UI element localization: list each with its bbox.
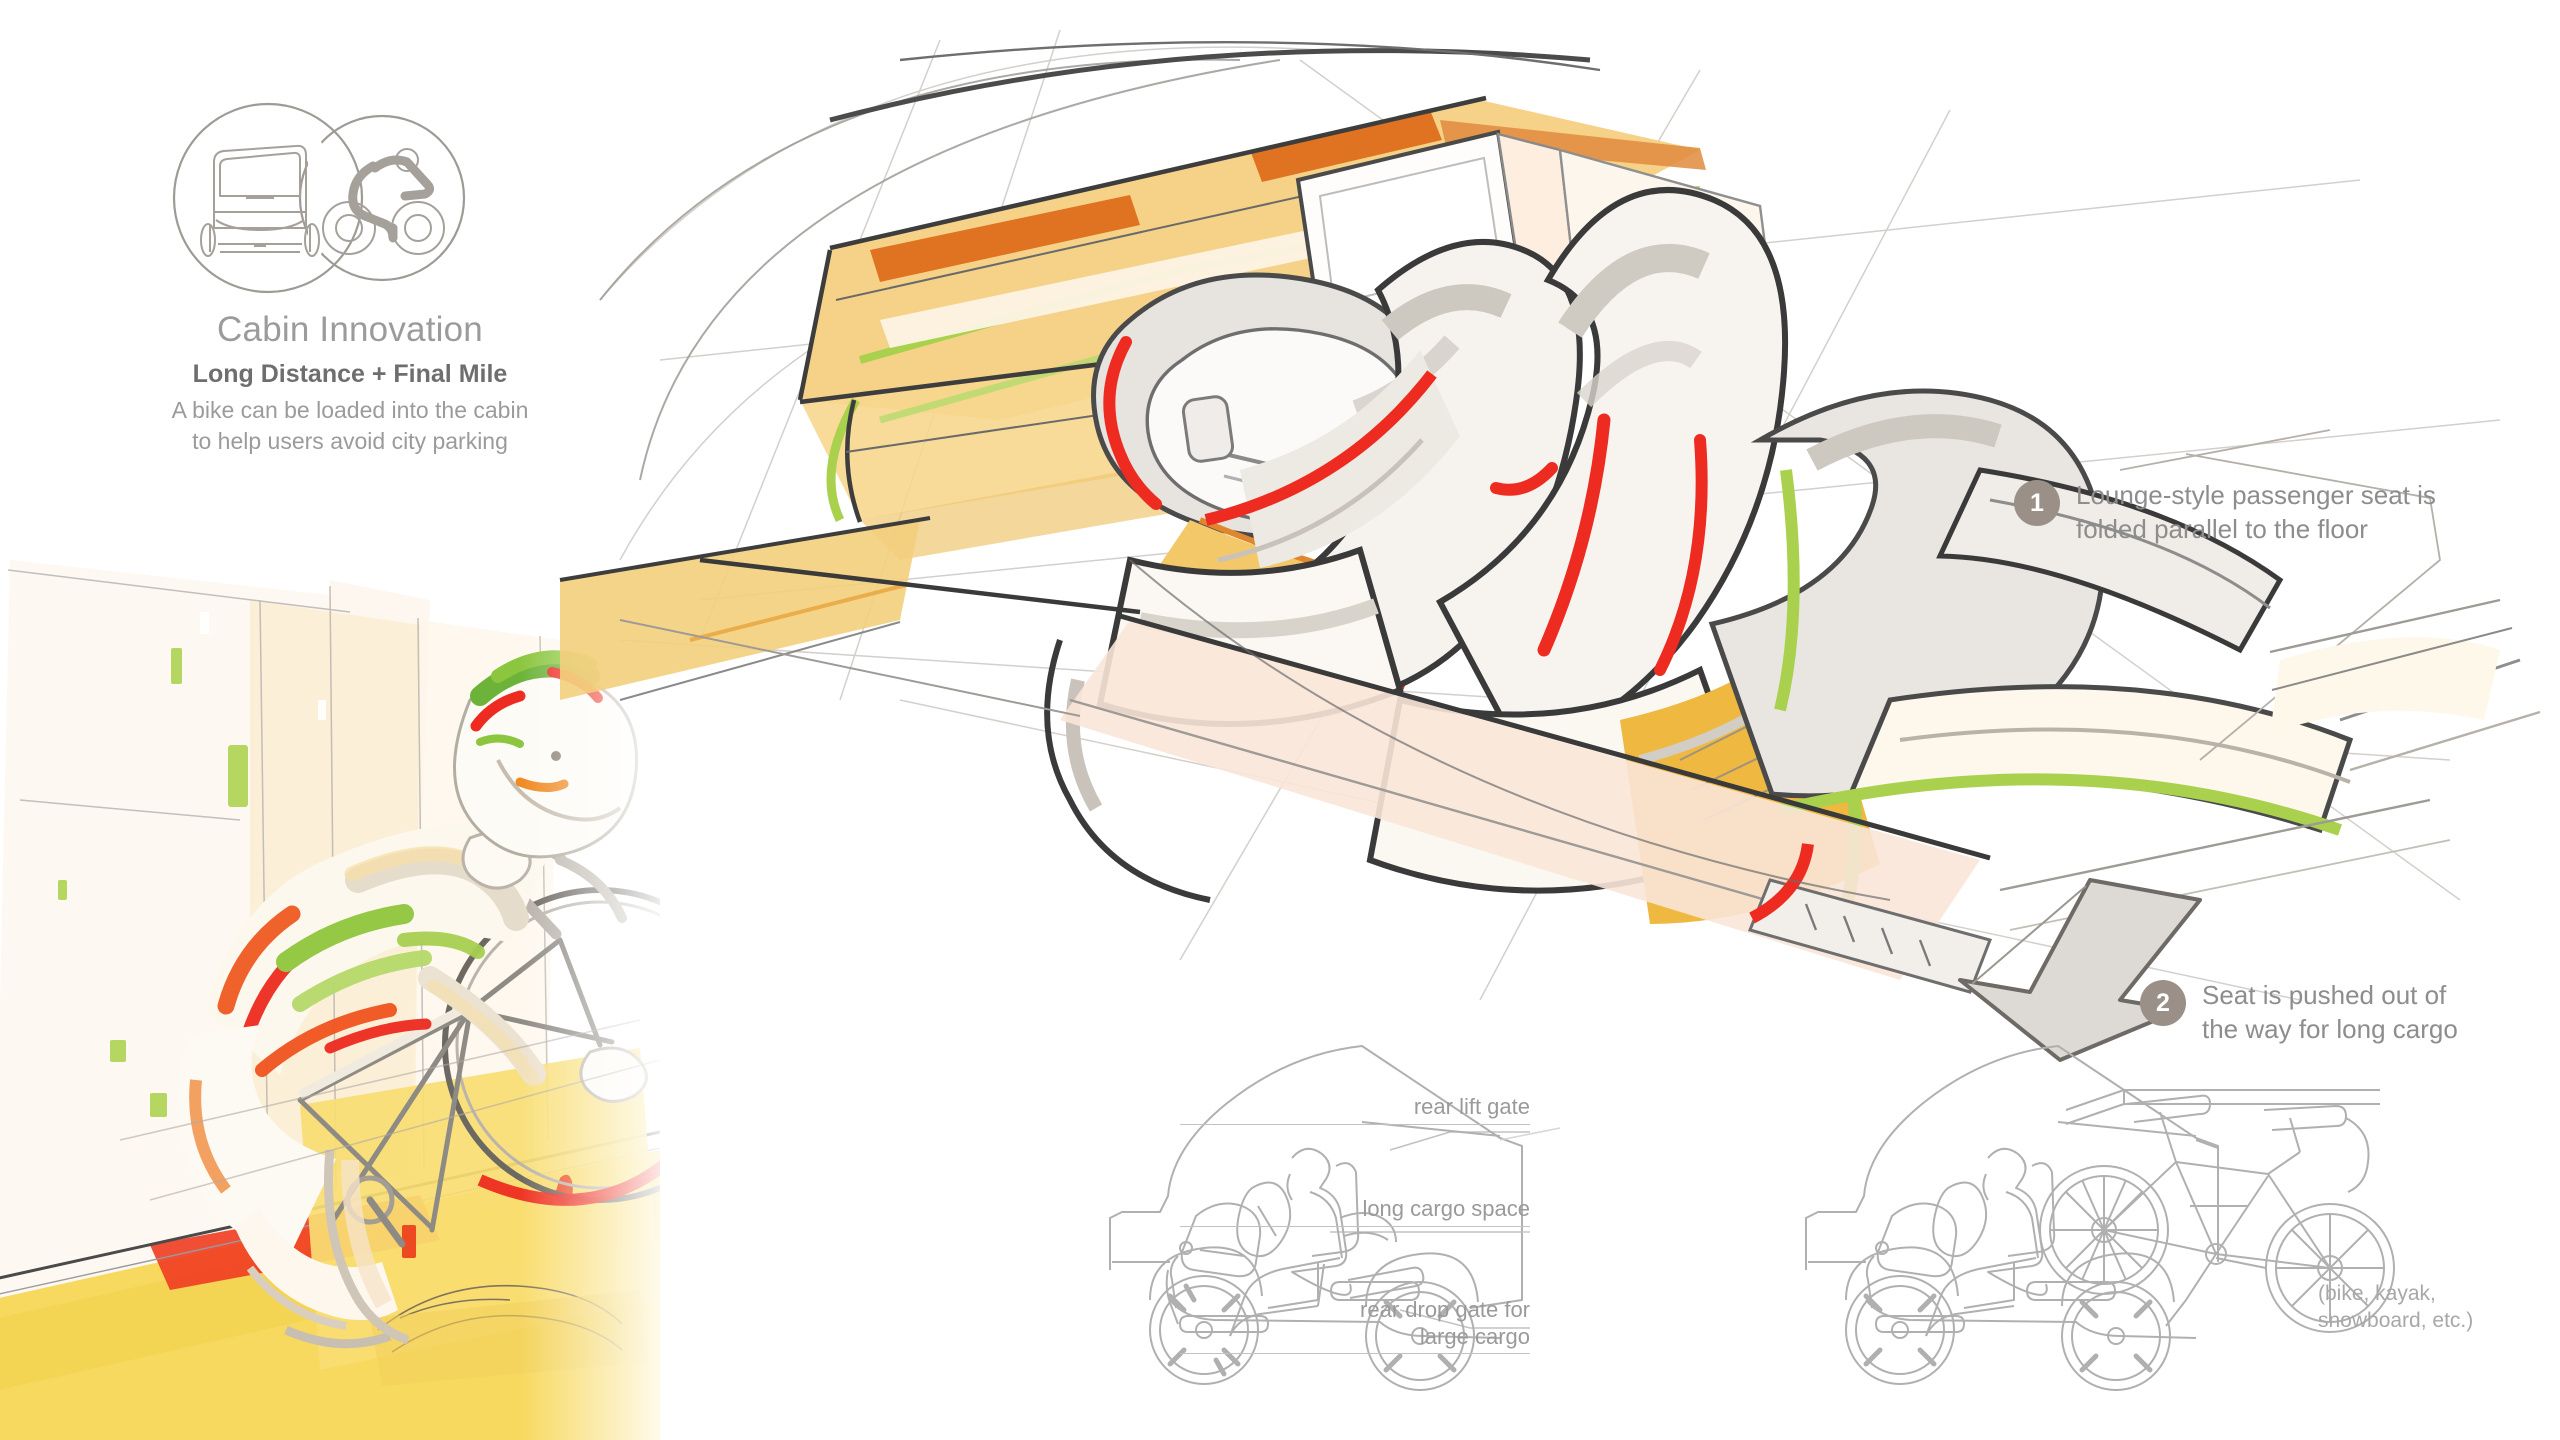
label-long-cargo-space-text: long cargo space (1362, 1196, 1530, 1221)
label-rule (1180, 1353, 1530, 1355)
label-rear-lift-gate: rear lift gate (1180, 1094, 1530, 1125)
label-rule (1180, 1123, 1530, 1125)
label-rear-drop-gate-text: rear drop gate for large cargo (1360, 1296, 1530, 1349)
label-rear-lift-gate-text: rear lift gate (1413, 1094, 1530, 1119)
label-rule (1180, 1225, 1530, 1227)
badge-icons (150, 100, 550, 310)
vehicle-interior-sketch (559, 29, 2541, 1001)
cyclist-icon (322, 148, 445, 255)
badge-circle-left (172, 102, 364, 294)
page-subtitle: Long Distance + Final Mile (192, 360, 508, 389)
callout-1: 1 Lounge-style passenger seat is folded … (2014, 478, 2464, 547)
page-title: Cabin Innovation (217, 310, 483, 349)
callout-1-text: Lounge-style passenger seat is folded pa… (2076, 480, 2436, 545)
cyclist-scene (0, 560, 660, 1440)
callout-2-text: Seat is pushed out of the way for long c… (2202, 980, 2458, 1045)
vehicle-side-view-with-bike-diagram (1805, 1045, 2395, 1391)
label-long-cargo-space: long cargo space (1180, 1196, 1530, 1227)
badge-circle-right (298, 114, 466, 282)
cargo-examples-caption: (bike, kayak, snowboard, etc.) (2318, 1282, 2474, 1333)
header-block: Cabin Innovation Long Distance + Final M… (150, 100, 570, 456)
callout-2-number: 2 (2140, 980, 2186, 1026)
header-text: Cabin Innovation Long Distance + Final M… (150, 310, 550, 456)
minivan-front-icon (200, 144, 320, 257)
callout-1-number: 1 (2014, 480, 2060, 526)
callout-2: 2 Seat is pushed out of the way for long… (2140, 978, 2540, 1047)
header-body-line-1: A bike can be loaded into the cabin (171, 397, 529, 424)
vehicle-side-view-diagram (1109, 1045, 1523, 1391)
seat-push-arrow (1958, 878, 2202, 1062)
header-body-line-2: to help users avoid city parking (192, 427, 508, 454)
label-rear-drop-gate: rear drop gate for large cargo (1180, 1270, 1530, 1381)
